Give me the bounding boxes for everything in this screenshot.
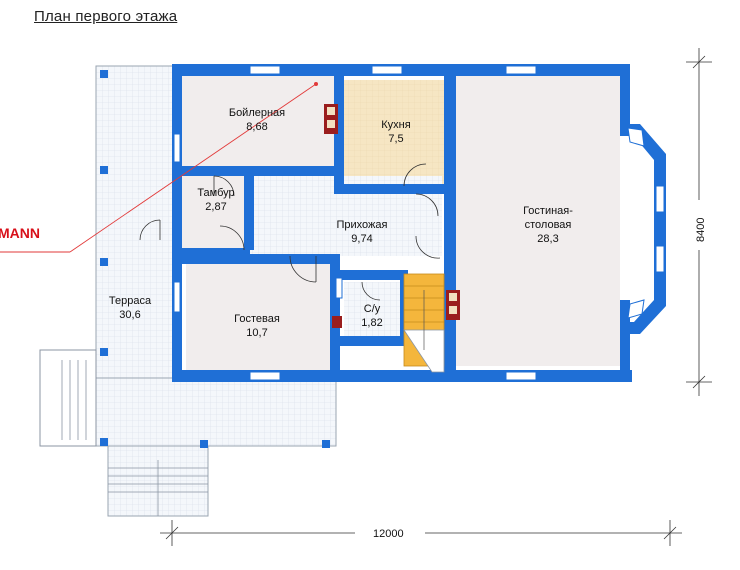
dimension-width (160, 520, 682, 546)
terrace-posts (100, 70, 330, 448)
room-area-terrace: 30,6 (119, 309, 140, 321)
doors (139, 163, 441, 301)
room-name-living-1: Гостиная- (523, 205, 573, 217)
room-area-boiler: 8,68 (246, 121, 267, 133)
room-name-living-2: столовая (525, 219, 572, 231)
brand-annotation: MANN (0, 82, 318, 253)
brand-label: MANN (0, 225, 40, 241)
dimension-width-label: 12000 (373, 528, 404, 540)
dimension-depth (686, 48, 712, 396)
fireplaces (324, 104, 460, 328)
plan-title: План первого этажа (34, 8, 178, 25)
room-name-terrace: Терраса (109, 295, 152, 307)
room-name-tambur: Тамбур (197, 187, 234, 199)
room-name-hall: Прихожая (337, 219, 388, 231)
room-fills (180, 74, 620, 374)
room-name-boiler: Бойлерная (229, 107, 285, 119)
room-area-kitchen: 7,5 (388, 133, 403, 145)
room-area-guest: 10,7 (246, 327, 267, 339)
room-area-tambur: 2,87 (205, 201, 226, 213)
windows (173, 65, 665, 381)
room-labels: Бойлерная 8,68 Кухня 7,5 Тамбур 2,87 При… (109, 107, 573, 339)
room-name-kitchen: Кухня (381, 119, 410, 131)
room-area-hall: 9,74 (351, 233, 372, 245)
terrace-steps-side (61, 360, 87, 440)
dimension-depth-label: 8400 (695, 218, 707, 242)
room-area-living: 28,3 (537, 233, 558, 245)
room-area-wc: 1,82 (361, 317, 382, 329)
room-name-wc: С/у (364, 303, 381, 315)
staircase (403, 273, 445, 373)
room-name-guest: Гостевая (234, 313, 280, 325)
terrace-steps-bottom (108, 460, 208, 516)
